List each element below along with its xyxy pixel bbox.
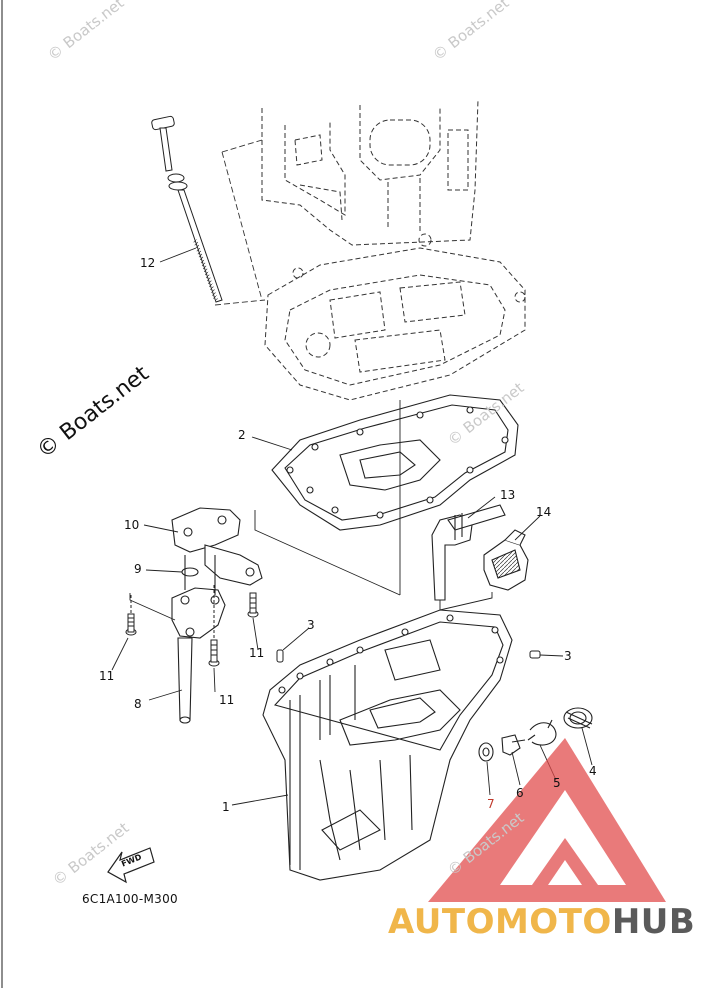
dipstick xyxy=(151,115,223,303)
callout-6: 6 xyxy=(516,786,524,800)
brand-part2: HUB xyxy=(611,902,696,942)
engine-block xyxy=(261,99,479,246)
callout-9: 9 xyxy=(134,562,142,576)
bolt-center xyxy=(208,639,220,667)
reference-lines xyxy=(254,400,493,611)
callout-1: 1 xyxy=(222,800,230,814)
breather-hose xyxy=(431,504,506,601)
hose-clip xyxy=(483,529,529,591)
callout-7: 7 xyxy=(487,797,495,811)
oil-strainer-assembly xyxy=(171,507,263,724)
callout-11: 11 xyxy=(249,646,265,660)
bolt-left xyxy=(125,613,137,636)
callout-12: 12 xyxy=(140,256,156,270)
callout-10: 10 xyxy=(124,518,140,532)
automotohub-logo-icon xyxy=(428,738,666,902)
dipstick-guide-lines xyxy=(214,139,266,306)
drain-plug xyxy=(501,734,521,756)
callout-11: 11 xyxy=(219,693,235,707)
callout-14: 14 xyxy=(536,505,552,519)
bolts xyxy=(125,585,259,667)
dowel-pins xyxy=(276,649,541,663)
upper-plate xyxy=(264,233,526,401)
callout-3: 3 xyxy=(307,618,315,632)
callout-3: 3 xyxy=(564,649,572,663)
callout-5: 5 xyxy=(553,776,561,790)
callout-13: 13 xyxy=(500,488,516,502)
callout-8: 8 xyxy=(134,697,142,711)
callout-4: 4 xyxy=(589,764,597,778)
gasket xyxy=(271,394,519,531)
callout-2: 2 xyxy=(238,428,246,442)
drain-plug-parts xyxy=(478,707,593,762)
clip xyxy=(529,722,557,746)
oil-pan xyxy=(262,609,513,881)
brand-part1: AUTOMOTO xyxy=(388,902,612,942)
brand-wordmark: AUTOMOTOHUB xyxy=(388,902,695,942)
callout-11: 11 xyxy=(99,669,115,683)
diagram-code: 6C1A100-M300 xyxy=(82,892,178,906)
fwd-arrow-icon xyxy=(107,847,155,884)
bolt-right xyxy=(247,592,259,618)
